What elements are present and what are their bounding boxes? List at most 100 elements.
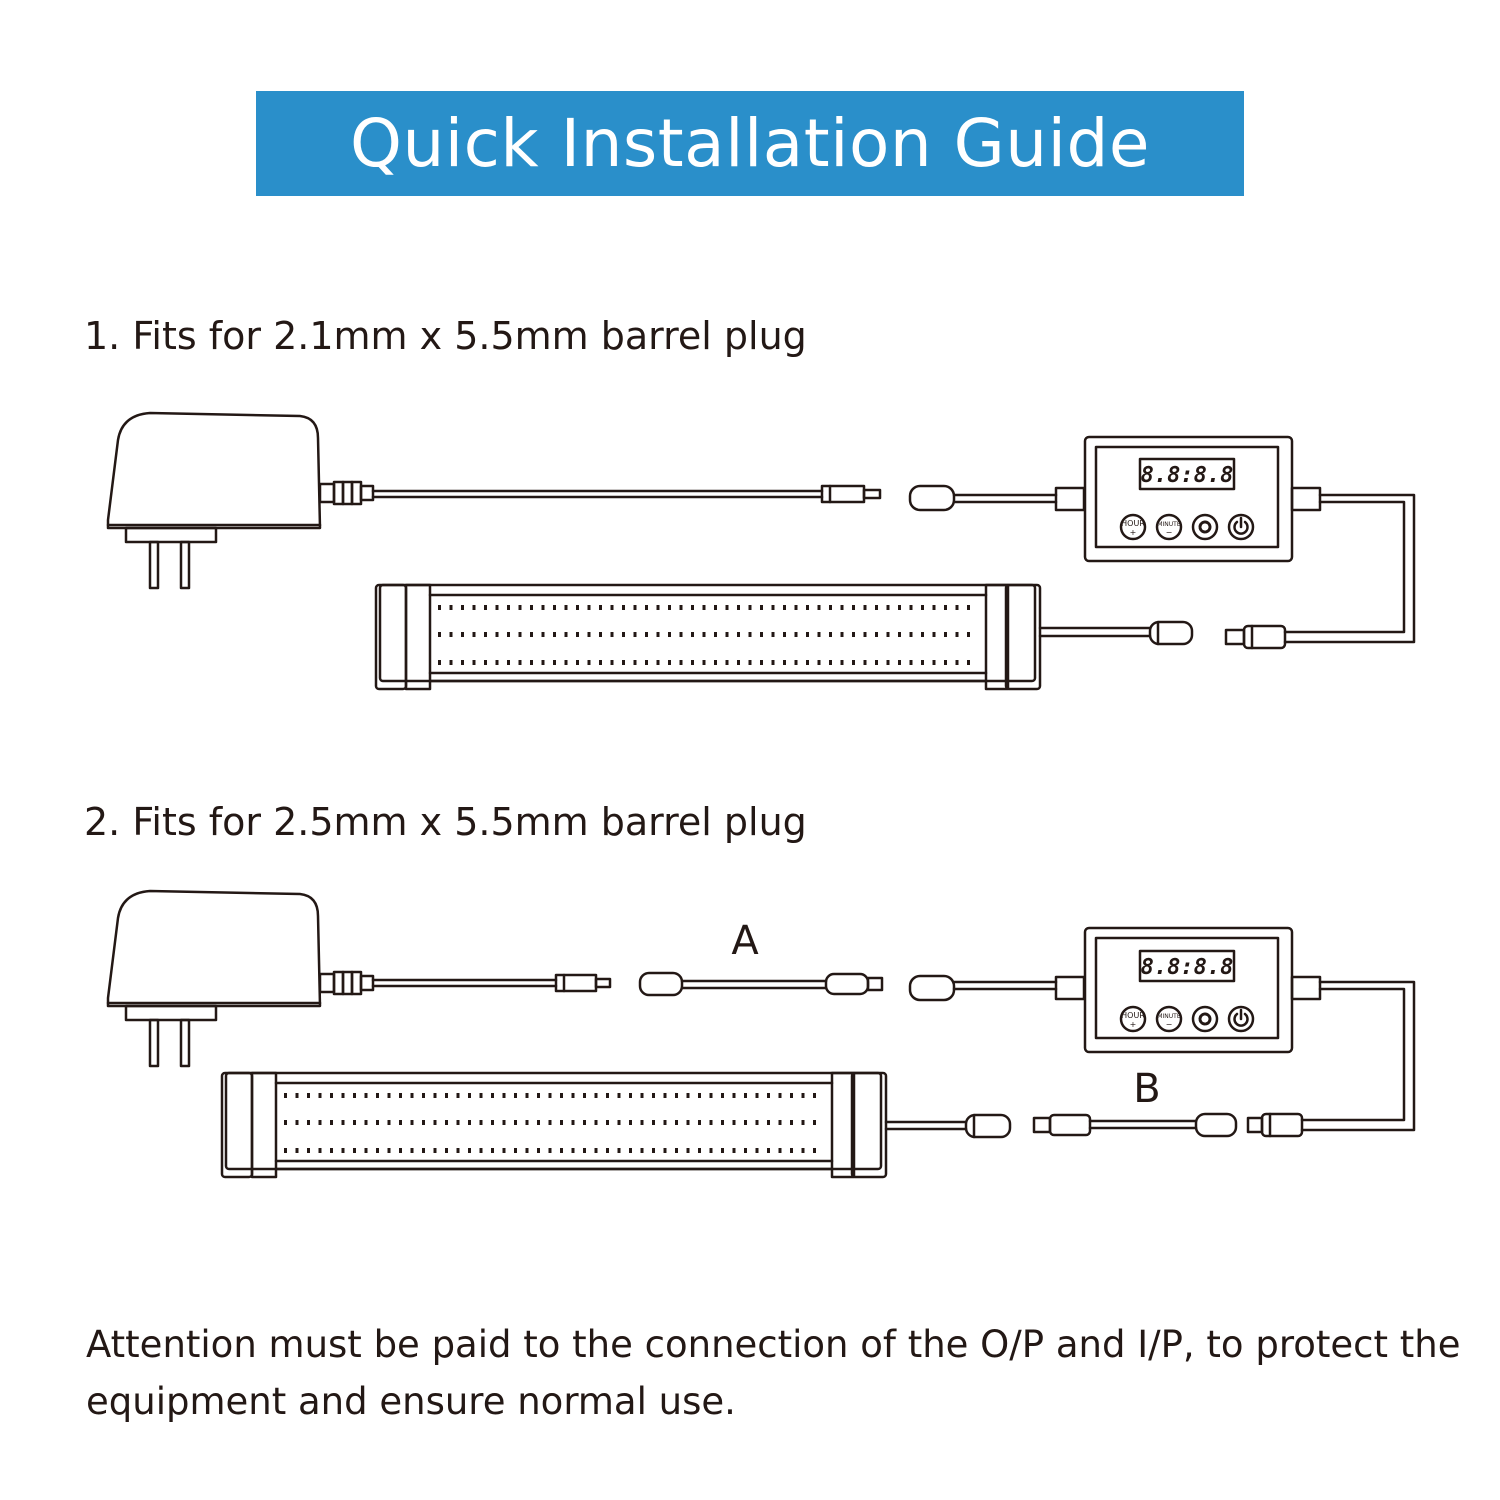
led-dot xyxy=(817,605,821,610)
minute-button[interactable]: MINUTE − xyxy=(1155,513,1183,541)
led-dot xyxy=(284,1120,287,1125)
led-dot xyxy=(656,632,660,637)
svg-text:MINUTE: MINUTE xyxy=(1157,1013,1180,1020)
page-title: Quick Installation Guide xyxy=(350,105,1150,182)
minute-button[interactable]: MINUTE − xyxy=(1155,1005,1183,1033)
led-dot xyxy=(364,1148,368,1153)
hour-button[interactable]: HOUR + xyxy=(1119,513,1147,541)
led-dot xyxy=(675,1120,678,1125)
hour-button[interactable]: HOUR + xyxy=(1119,1005,1147,1033)
led-dot xyxy=(652,1093,655,1098)
led-dot xyxy=(491,1120,494,1125)
led-dot xyxy=(571,1148,575,1153)
led-dot xyxy=(410,1120,414,1125)
power-button[interactable] xyxy=(1227,513,1255,541)
led-dot xyxy=(813,1148,816,1153)
led-dot xyxy=(829,632,832,637)
led-dot xyxy=(721,1148,724,1153)
led-dot xyxy=(767,1148,770,1153)
timer-display: 8.8:8.8 xyxy=(1141,463,1234,488)
led-dot xyxy=(875,660,878,665)
led-dot xyxy=(537,1148,540,1153)
led-dot xyxy=(790,1148,793,1153)
led-dot xyxy=(422,1120,425,1125)
led-dot xyxy=(967,632,970,637)
led-dot xyxy=(709,1093,713,1098)
timer-display: 8.8:8.8 xyxy=(1141,955,1234,980)
led-dot xyxy=(479,1120,483,1125)
led-dot xyxy=(502,1148,506,1153)
led-dot xyxy=(744,1093,747,1098)
svg-text:+: + xyxy=(1130,528,1137,537)
led-dot xyxy=(863,605,867,610)
led-dot xyxy=(778,1120,782,1125)
led-dot xyxy=(744,1148,747,1153)
led-dot xyxy=(583,1148,586,1153)
led-dot xyxy=(594,1148,598,1153)
led-dot xyxy=(898,605,901,610)
led-dot xyxy=(755,1148,759,1153)
led-dot xyxy=(307,1120,310,1125)
led-dot xyxy=(530,605,533,610)
led-dot xyxy=(829,605,832,610)
led-dot xyxy=(645,660,648,665)
led-dot xyxy=(806,632,809,637)
led-dot xyxy=(801,1093,805,1098)
led-dot xyxy=(548,1120,552,1125)
led-dot xyxy=(755,1093,759,1098)
led-dot xyxy=(530,632,533,637)
led-dot xyxy=(691,605,694,610)
led-dot xyxy=(438,605,441,610)
led-dot xyxy=(886,605,890,610)
power-adapter-icon xyxy=(106,411,882,590)
led-dot xyxy=(472,605,476,610)
led-dot xyxy=(629,1148,632,1153)
led-dot xyxy=(767,1093,770,1098)
led-dot xyxy=(525,1148,529,1153)
led-dot xyxy=(422,1148,425,1153)
led-dot xyxy=(790,1120,793,1125)
led-dot xyxy=(461,605,464,610)
led-dot xyxy=(364,1120,368,1125)
led-dot xyxy=(495,605,499,610)
led-dot xyxy=(840,632,844,637)
power-icon xyxy=(1233,516,1249,535)
power-icon xyxy=(1233,1008,1249,1027)
led-dot xyxy=(610,660,614,665)
led-dot xyxy=(295,1093,299,1098)
led-dot xyxy=(553,632,556,637)
led-dot xyxy=(399,1093,402,1098)
led-dot xyxy=(663,1093,667,1098)
led-dot xyxy=(541,660,545,665)
settings-button[interactable] xyxy=(1191,1005,1219,1033)
led-dot xyxy=(863,660,867,665)
led-dot xyxy=(507,605,510,610)
led-dot xyxy=(702,632,706,637)
led-dot xyxy=(353,1120,356,1125)
led-dot xyxy=(456,1093,460,1098)
gear-icon xyxy=(1198,1012,1212,1026)
led-dot xyxy=(806,605,809,610)
led-dot xyxy=(675,1093,678,1098)
led-dot xyxy=(284,1093,287,1098)
led-dot xyxy=(813,1093,816,1098)
led-dot xyxy=(560,1148,563,1153)
settings-button[interactable] xyxy=(1191,513,1219,541)
led-dot xyxy=(564,632,568,637)
led-dot xyxy=(330,1093,333,1098)
power-adapter-icon xyxy=(106,889,612,1068)
led-dot xyxy=(801,1148,805,1153)
led-dot xyxy=(484,660,487,665)
led-dot xyxy=(783,632,786,637)
led-dot xyxy=(564,605,568,610)
led-dot xyxy=(484,632,487,637)
led-dot xyxy=(560,1093,563,1098)
power-button[interactable] xyxy=(1227,1005,1255,1033)
led-dot xyxy=(617,1093,621,1098)
led-dot xyxy=(771,632,775,637)
led-dot xyxy=(495,632,499,637)
led-dot xyxy=(863,632,867,637)
led-dot xyxy=(944,660,947,665)
led-dot xyxy=(518,605,522,610)
led-dot xyxy=(663,1148,667,1153)
